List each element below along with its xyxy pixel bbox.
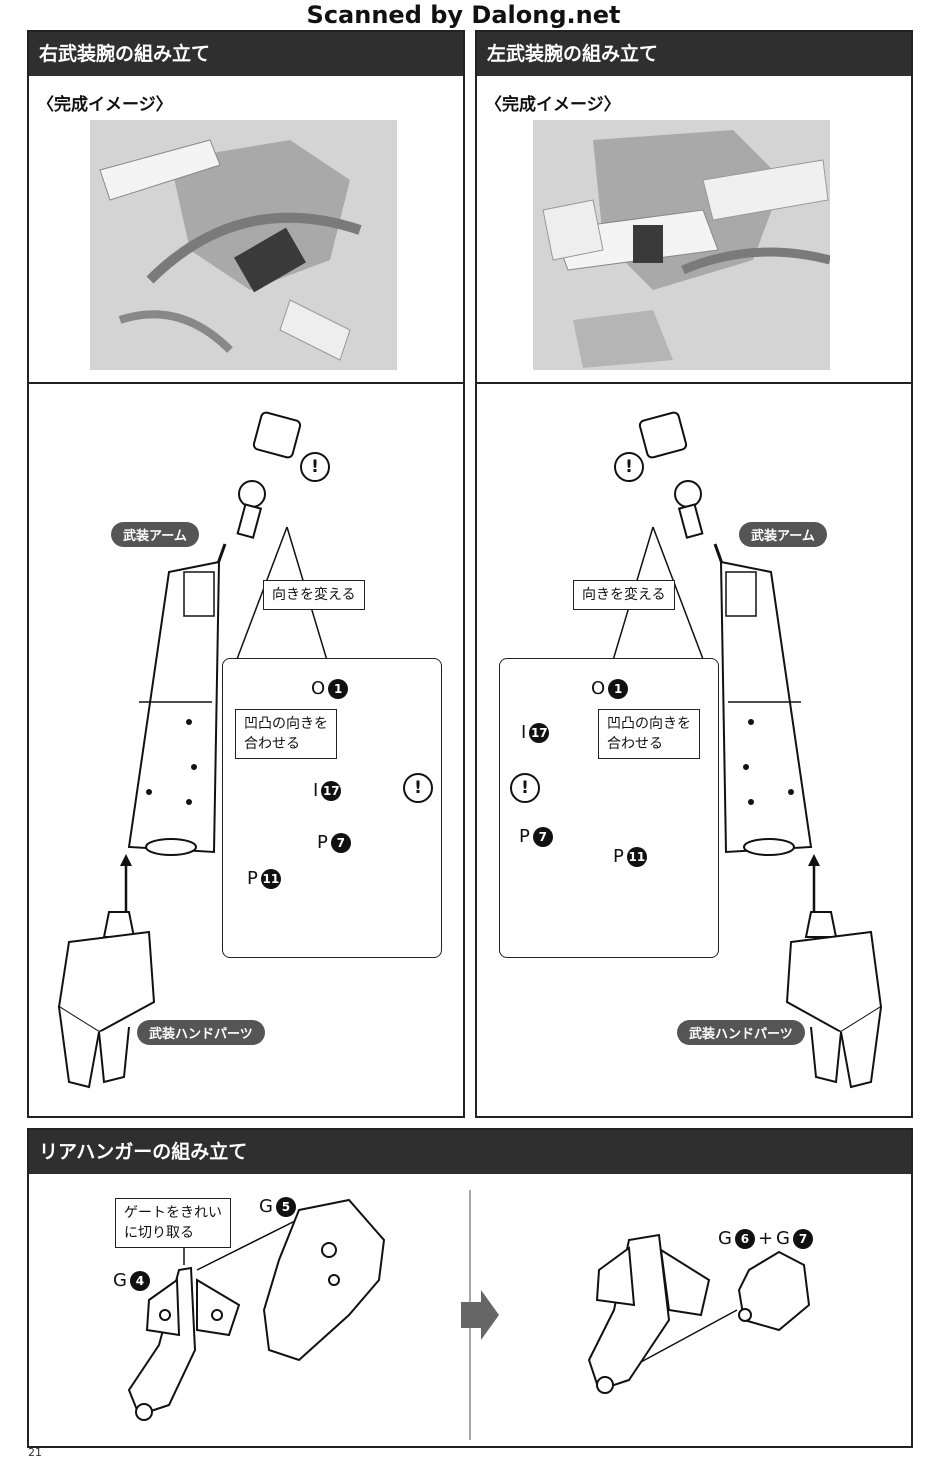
left-arm-panel: 左武装腕の組み立て 〈完成イメージ〉 [475,30,913,1118]
right-arm-inset-warning-icon: ! [403,773,433,803]
left-arm-divider [477,382,911,384]
left-arm-direction-callout: 向きを変える [573,580,675,610]
left-arm-label: 武装アーム [739,522,827,547]
robot-photo-illustration [533,120,830,370]
right-arm-direction-callout: 向きを変える [263,580,365,610]
right-hand-label: 武装ハンドパーツ [137,1020,265,1045]
left-arm-align-callout: 凹凸の向きを 合わせる [598,709,700,759]
scan-watermark: Scanned by Dalong.net [306,1,621,29]
right-arm-subtitle: 〈完成イメージ〉 [37,95,173,115]
right-arm-divider [29,382,463,384]
left-hand-label: 武装ハンドパーツ [677,1020,805,1045]
left-arm-inset-warning-icon: ! [510,773,540,803]
right-arm-detail-inset: 凹凸の向きを 合わせる ! [222,658,442,958]
left-arm-detail-inset: 凹凸の向きを 合わせる ! [499,658,719,958]
left-arm-completion-photo [533,120,830,370]
left-arm-warning-icon: ! [614,452,644,482]
right-arm-warning-icon: ! [300,452,330,482]
right-arm-label: 武装アーム [111,522,199,547]
page-number: 21 [28,1446,42,1459]
rear-hanger-diagram [127,1190,811,1440]
right-arm-panel: 右武装腕の組み立て 〈完成イメージ〉 [27,30,465,1118]
left-arm-subtitle: 〈完成イメージ〉 [485,95,621,115]
left-arm-title: 左武装腕の組み立て [477,32,911,76]
rear-hanger-title: リアハンガーの組み立て [29,1130,911,1174]
right-arm-align-callout: 凹凸の向きを 合わせる [235,709,337,759]
right-arm-title: 右武装腕の組み立て [29,32,463,76]
right-arm-completion-photo [90,120,397,370]
robot-photo-illustration [90,120,397,370]
rear-hanger-gate-callout: ゲートをきれい に切り取る [115,1198,231,1248]
